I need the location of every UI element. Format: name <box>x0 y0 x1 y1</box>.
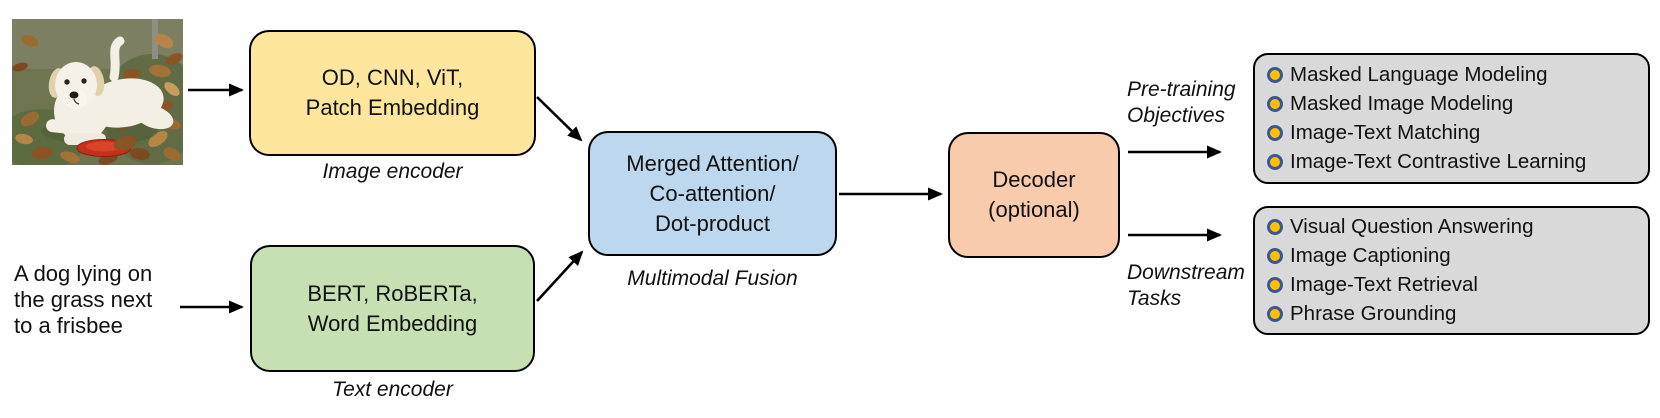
image-encoder-label: Image encoder <box>322 160 463 183</box>
multimodal-fusion-label: Multimodal Fusion <box>627 267 798 290</box>
label-line: Objectives <box>1127 104 1226 127</box>
dog-on-grass-illustration <box>12 19 183 165</box>
task-text: Phrase Grounding <box>1290 302 1457 325</box>
objective-text: Masked Language Modeling <box>1290 63 1548 86</box>
caption-line: A dog lying on <box>14 261 153 286</box>
arrow-image-encoder-to-fusion <box>536 96 583 142</box>
bullet-circle-icon <box>1267 67 1283 83</box>
bullet-circle-icon <box>1267 306 1283 322</box>
task-text: Image Captioning <box>1290 244 1451 267</box>
label-line: Pre-training <box>1127 78 1236 101</box>
dog-figure <box>42 36 174 145</box>
bullet-circle-icon <box>1267 248 1283 264</box>
objective-list-item: Masked Language Modeling <box>1267 61 1636 90</box>
text-encoder-box: BERT, RoBERTa, Word Embedding <box>250 245 535 372</box>
caption-line: the grass next <box>14 287 153 312</box>
box-text-line: OD, CNN, ViT, <box>321 65 464 90</box>
caption-line: to a frisbee <box>14 313 123 338</box>
arrow-text-encoder-to-fusion <box>536 250 584 302</box>
box-text-line: Dot-product <box>655 210 770 236</box>
text-encoder-label: Text encoder <box>332 378 453 401</box>
box-text-line: Patch Embedding <box>305 95 480 120</box>
bullet-circle-icon <box>1267 125 1283 141</box>
label-line: Tasks <box>1127 287 1182 310</box>
box-text-line: Co-attention/ <box>649 180 776 206</box>
bullet-circle-icon <box>1267 154 1283 170</box>
objective-list-item: Image-Text Contrastive Learning <box>1267 148 1636 177</box>
objective-text: Image-Text Contrastive Learning <box>1290 150 1587 173</box>
bullet-circle-icon <box>1267 277 1283 293</box>
bullet-circle-icon <box>1267 96 1283 112</box>
input-dog-photo <box>12 19 183 165</box>
frisbee <box>76 135 137 157</box>
task-list-item: Image-Text Retrieval <box>1267 271 1636 300</box>
box-text-line: BERT, RoBERTa, <box>307 280 478 306</box>
objective-text: Image-Text Matching <box>1290 121 1481 144</box>
label-line: Downstream <box>1127 261 1245 284</box>
box-text-line: Merged Attention/ <box>626 150 799 176</box>
objective-list-item: Masked Image Modeling <box>1267 90 1636 119</box>
image-encoder-box: OD, CNN, ViT, Patch Embedding <box>249 30 536 156</box>
task-list-item: Phrase Grounding <box>1267 300 1636 329</box>
box-text-line: Decoder <box>992 167 1076 192</box>
multimodal-fusion-box: Merged Attention/Co-attention/Dot-produc… <box>588 131 837 256</box>
task-list-item: Image Captioning <box>1267 242 1636 271</box>
task-list-item: Visual Question Answering <box>1267 213 1636 242</box>
objective-list-item: Image-Text Matching <box>1267 119 1636 148</box>
objective-text: Masked Image Modeling <box>1290 92 1514 115</box>
pretraining-objectives-panel: Masked Language Modeling Masked Image Mo… <box>1253 53 1650 184</box>
box-text-line: Word Embedding <box>307 310 478 336</box>
task-text: Image-Text Retrieval <box>1290 273 1478 296</box>
task-text: Visual Question Answering <box>1290 215 1534 238</box>
decoder-box: Decoder (optional) <box>948 132 1120 258</box>
box-text-line: (optional) <box>988 197 1080 222</box>
bullet-circle-icon <box>1267 219 1283 235</box>
downstream-tasks-panel: Visual Question Answering Image Captioni… <box>1253 206 1650 335</box>
